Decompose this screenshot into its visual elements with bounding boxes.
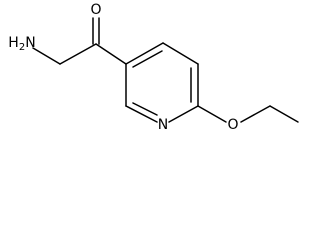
- atom-label-ring-nitrogen: N: [158, 117, 168, 133]
- bond-ring-c6-n1: [168, 105, 199, 123]
- bond-methylene-carbonyl: [59, 43, 97, 65]
- structure-drawing: H2N O N O: [8, 2, 299, 133]
- bond-ether-ethyl: [240, 105, 271, 123]
- bond-layer: [32, 17, 299, 123]
- amine-h: H: [8, 35, 19, 51]
- amine-subscript: 2: [19, 42, 25, 53]
- bond-ring-c4-c5: [162, 42, 199, 65]
- bond-ring-ether: [197, 105, 227, 123]
- amine-n: N: [25, 35, 35, 51]
- atom-label-amine: H2N: [8, 35, 35, 53]
- bond-ethyl-methyl: [269, 105, 299, 123]
- bond-ring-n1-c2: [125, 105, 158, 123]
- bond-ring-inner-c2-n1: [132, 102, 158, 116]
- bond-ring-c3-c4: [125, 42, 164, 65]
- bond-carbonyl-ring: [95, 43, 127, 65]
- atom-label-ether-oxygen: O: [227, 117, 238, 133]
- bond-ring-inner-c3-c4: [132, 50, 163, 68]
- atom-label-layer: H2N O N O: [8, 2, 238, 133]
- bond-amine-methylene: [32, 47, 61, 65]
- atom-label-carbonyl-oxygen: O: [90, 2, 101, 18]
